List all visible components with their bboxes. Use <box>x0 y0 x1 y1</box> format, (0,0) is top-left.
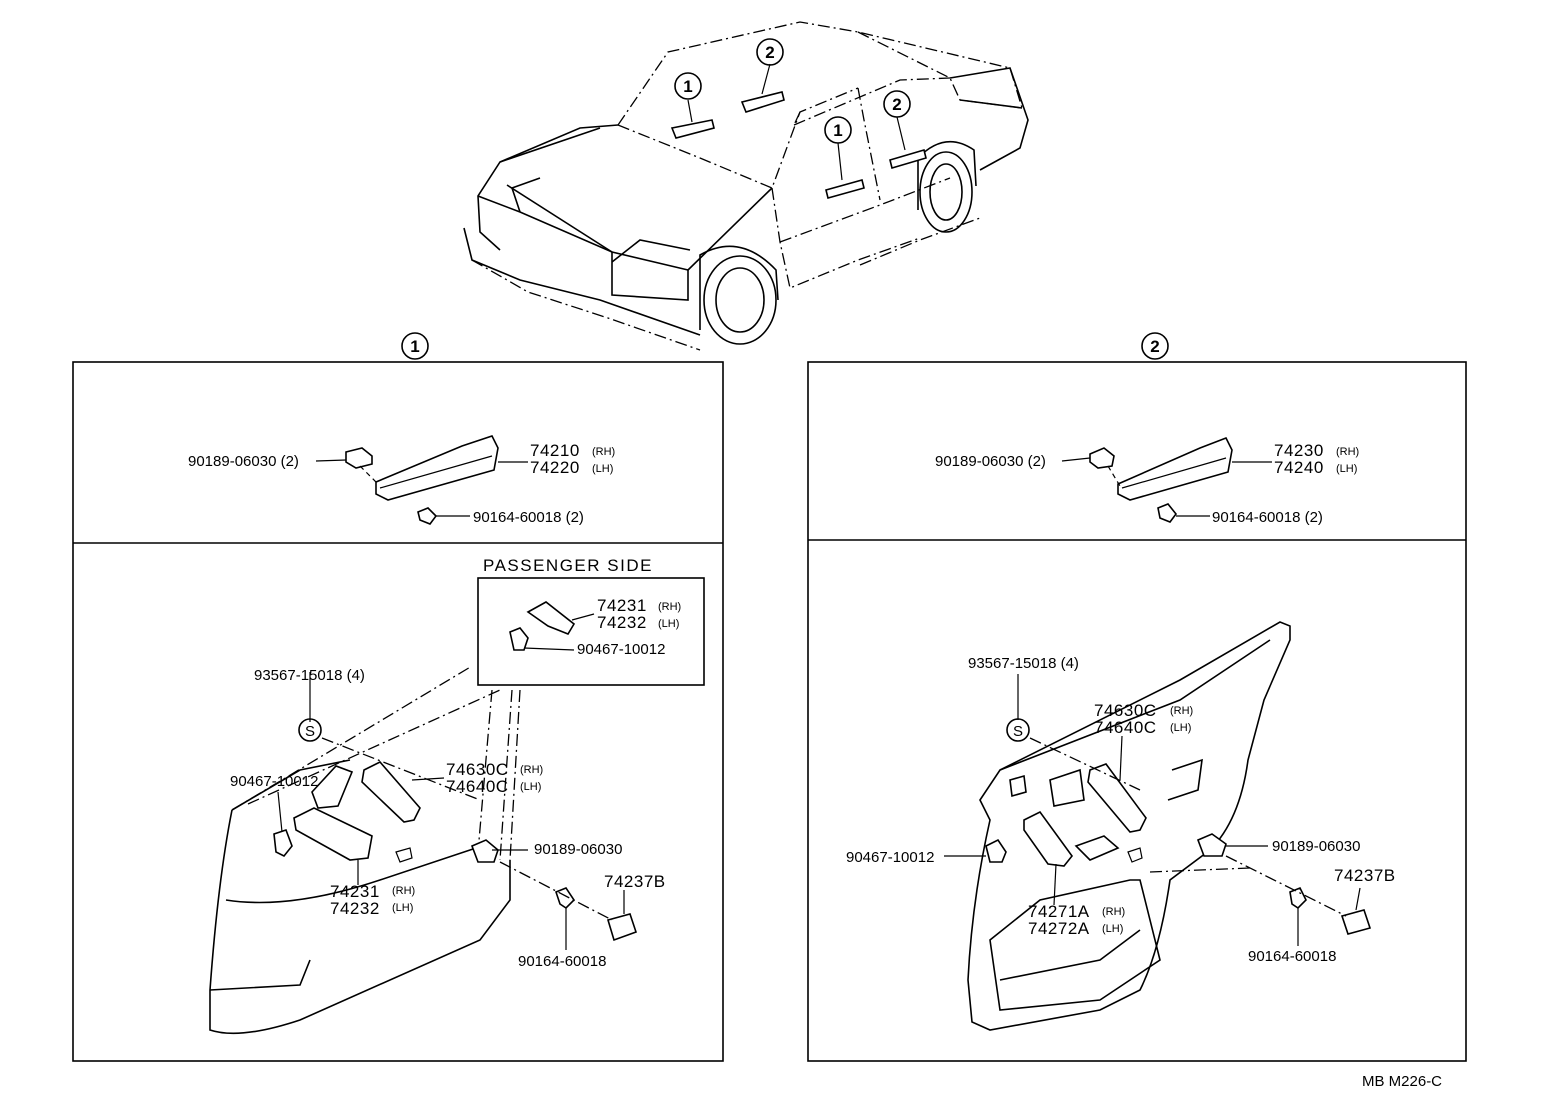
panel-1-assist-grip <box>315 435 528 525</box>
overview-callout: 2 <box>756 38 784 66</box>
p2-grip-rh-label: 74630C <box>1094 701 1157 720</box>
p1-grip-rh-label: 74630C <box>446 760 509 779</box>
p1-cover-label: 74237B <box>604 872 666 891</box>
p2-cover-label: 74237B <box>1334 866 1396 885</box>
panel-2-door-trim <box>944 621 1372 1031</box>
panel-2-label: 2 <box>1141 332 1169 360</box>
overview-callout: 1 <box>824 116 852 144</box>
p2-bezel-lh-suffix: (LH) <box>1102 923 1123 935</box>
overview-callout: 2 <box>883 90 911 118</box>
panel-1-frame <box>72 361 724 1062</box>
p2-handle-lh-label: 74240 <box>1274 458 1324 477</box>
p2-grip-lh-label: 74640C <box>1094 718 1157 737</box>
p2-s-symbol: S <box>1006 718 1030 742</box>
p1-clip-left-label: 90467-10012 <box>230 773 318 790</box>
p2-grip-rh-suffix: (RH) <box>1170 705 1193 717</box>
ps-clip-label: 90467-10012 <box>577 641 665 658</box>
p1-handle-rh-suffix: (RH) <box>592 446 615 458</box>
p1-grip-lh-suffix: (LH) <box>520 781 541 793</box>
p2-handle-lh-suffix: (LH) <box>1336 463 1357 475</box>
p2-bezel-rh-suffix: (RH) <box>1102 906 1125 918</box>
panel-2-frame <box>807 361 1467 1062</box>
ps-bezel-rh-label: 74231 <box>597 596 647 615</box>
p1-bezel-lh-label: 74232 <box>330 899 380 918</box>
panel-1-door-trim <box>209 665 638 1035</box>
svg-text:1: 1 <box>833 121 842 140</box>
p2-handle-rh-label: 74230 <box>1274 441 1324 460</box>
svg-text:1: 1 <box>683 77 692 96</box>
p2-clip-left-label: 90467-10012 <box>846 849 934 866</box>
svg-text:2: 2 <box>892 95 901 114</box>
p2-bezel-lh-label: 74272A <box>1028 919 1090 938</box>
passenger-side-title: PASSENGER SIDE <box>483 556 653 575</box>
svg-text:S: S <box>1013 723 1023 740</box>
p1-handle-lh-label: 74220 <box>530 458 580 477</box>
p1-screw-top-label: 93567-15018 (4) <box>254 667 365 684</box>
p2-bezel-rh-label: 74271A <box>1028 902 1090 921</box>
p2-screw-top-label: 93567-15018 (4) <box>968 655 1079 672</box>
svg-text:S: S <box>305 723 315 740</box>
p1-grip-lh-label: 74640C <box>446 777 509 796</box>
p2-clip-label: 90189-06030 (2) <box>935 453 1046 470</box>
p1-clip-right-label: 90189-06030 <box>534 841 622 858</box>
panel-2-assist-grip <box>1061 436 1272 523</box>
car-overview <box>463 21 1029 351</box>
p2-screw-bottom-label: 90164-60018 <box>1248 948 1336 965</box>
ps-bezel-lh-label: 74232 <box>597 613 647 632</box>
p1-screw-label: 90164-60018 (2) <box>473 509 584 526</box>
footer-code: MB M226-C <box>1362 1073 1442 1090</box>
p1-clip-label: 90189-06030 (2) <box>188 453 299 470</box>
p2-screw-label: 90164-60018 (2) <box>1212 509 1323 526</box>
svg-text:2: 2 <box>1150 337 1159 356</box>
p1-handle-rh-label: 74210 <box>530 441 580 460</box>
svg-text:1: 1 <box>410 337 419 356</box>
passenger-side-box <box>477 577 705 686</box>
p1-screw-bottom-label: 90164-60018 <box>518 953 606 970</box>
overview-callout: 1 <box>674 72 702 100</box>
p1-handle-lh-suffix: (LH) <box>592 463 613 475</box>
p1-grip-rh-suffix: (RH) <box>520 764 543 776</box>
ps-bezel-lh-suffix: (LH) <box>658 618 679 630</box>
passenger-side-bezel <box>509 601 595 651</box>
svg-text:2: 2 <box>765 43 774 62</box>
p1-bezel-lh-suffix: (LH) <box>392 902 413 914</box>
ps-bezel-rh-suffix: (RH) <box>658 601 681 613</box>
p2-handle-rh-suffix: (RH) <box>1336 446 1359 458</box>
panel-1-label: 1 <box>401 332 429 360</box>
p1-bezel-rh-suffix: (RH) <box>392 885 415 897</box>
p2-clip-right-label: 90189-06030 <box>1272 838 1360 855</box>
p2-grip-lh-suffix: (LH) <box>1170 722 1191 734</box>
p1-bezel-rh-label: 74231 <box>330 882 380 901</box>
p1-s-symbol: S <box>298 718 322 742</box>
